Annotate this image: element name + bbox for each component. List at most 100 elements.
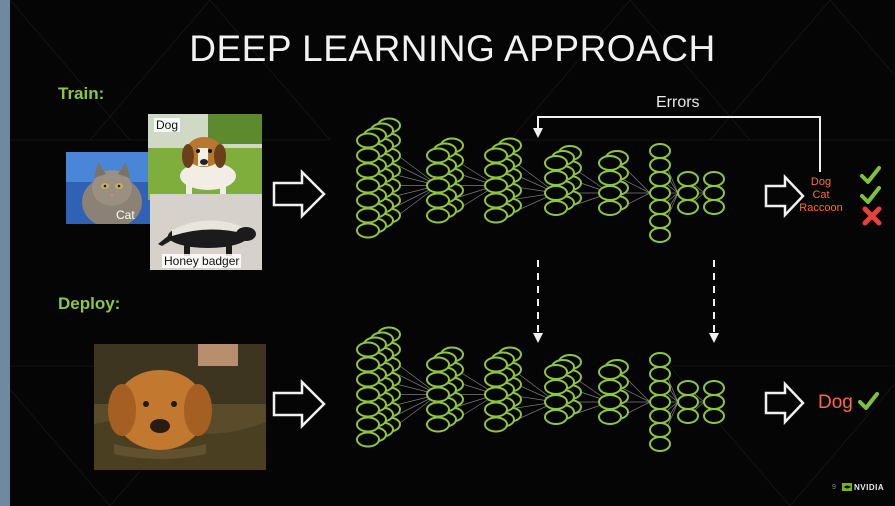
network-node bbox=[484, 192, 508, 209]
input-arrow-deploy-icon bbox=[272, 378, 326, 430]
network-node bbox=[356, 207, 380, 224]
honey-badger-photo: Honey badger bbox=[150, 194, 262, 270]
slide: DEEP LEARNING APPROACH Train: Deploy: Ca… bbox=[10, 0, 895, 506]
network-node bbox=[484, 401, 508, 418]
network-node bbox=[544, 364, 568, 380]
network-node bbox=[356, 341, 380, 358]
network-node bbox=[703, 199, 725, 215]
network-node bbox=[649, 213, 671, 229]
network-node bbox=[426, 416, 450, 433]
network-node bbox=[356, 401, 380, 418]
network-node bbox=[598, 394, 622, 410]
network-node bbox=[649, 436, 671, 452]
network-graphics bbox=[272, 116, 882, 491]
network-node bbox=[598, 379, 622, 395]
network-node bbox=[356, 222, 380, 239]
network-node bbox=[356, 431, 380, 448]
network-node bbox=[703, 171, 725, 187]
network-node bbox=[544, 185, 568, 201]
network-node bbox=[598, 170, 622, 186]
network-node bbox=[356, 132, 380, 149]
network-node bbox=[649, 408, 671, 424]
network-node bbox=[484, 371, 508, 388]
network-node bbox=[677, 199, 699, 215]
dog-caption: Dog bbox=[154, 118, 181, 132]
output-label-dog: Dog bbox=[810, 176, 832, 188]
network-node bbox=[484, 162, 508, 179]
input-arrow-train-icon bbox=[272, 168, 326, 220]
network-node bbox=[677, 408, 699, 424]
network-node bbox=[484, 416, 508, 433]
network-node bbox=[649, 422, 671, 438]
nvidia-logo-icon bbox=[842, 483, 852, 491]
neural-network-train bbox=[356, 117, 725, 243]
weight-transfer-arrow-right-icon bbox=[709, 260, 719, 343]
network-node bbox=[484, 207, 508, 224]
network-node bbox=[649, 352, 671, 368]
network-node bbox=[677, 185, 699, 201]
network-node bbox=[544, 409, 568, 425]
cross-icon bbox=[862, 206, 882, 226]
network-node bbox=[649, 380, 671, 396]
network-node bbox=[703, 408, 725, 424]
cat-photo: Cat bbox=[66, 152, 156, 224]
network-node bbox=[703, 380, 725, 396]
output-label-raccoon: Raccoon bbox=[799, 202, 843, 214]
network-node bbox=[426, 386, 450, 403]
brand-name: NVIDIA bbox=[854, 483, 885, 492]
network-node bbox=[677, 171, 699, 187]
slide-title: DEEP LEARNING APPROACH bbox=[189, 28, 716, 69]
weight-transfer-arrow-left-icon bbox=[533, 260, 543, 343]
network-node bbox=[426, 207, 450, 224]
network-node bbox=[649, 171, 671, 187]
deploy-output-label: Dog bbox=[818, 392, 853, 413]
errors-label: Errors bbox=[656, 94, 700, 111]
errors-feedback-arrow-icon bbox=[533, 116, 821, 172]
network-node bbox=[426, 192, 450, 209]
network-node bbox=[484, 356, 508, 373]
network-node bbox=[544, 200, 568, 216]
network-node bbox=[677, 394, 699, 410]
network-node bbox=[649, 143, 671, 159]
dog-photo: Dog bbox=[148, 114, 262, 200]
honey-badger-caption: Honey badger bbox=[162, 254, 242, 268]
network-node bbox=[356, 192, 380, 209]
network-node bbox=[598, 155, 622, 171]
network-node bbox=[426, 356, 450, 373]
network-node bbox=[356, 371, 380, 388]
network-node bbox=[426, 147, 450, 164]
network-node bbox=[356, 356, 380, 373]
neural-network-deploy bbox=[356, 326, 725, 452]
cat-caption: Cat bbox=[116, 208, 135, 222]
network-node bbox=[649, 185, 671, 201]
network-node bbox=[484, 177, 508, 194]
network-node bbox=[484, 386, 508, 403]
network-node bbox=[426, 371, 450, 388]
network-node bbox=[426, 162, 450, 179]
network-node bbox=[544, 379, 568, 395]
network-node bbox=[703, 394, 725, 410]
train-label: Train: bbox=[58, 84, 105, 103]
network-node bbox=[356, 416, 380, 433]
network-node bbox=[703, 185, 725, 201]
output-arrow-deploy-icon bbox=[764, 380, 805, 426]
network-node bbox=[356, 147, 380, 164]
network-node bbox=[649, 366, 671, 382]
check-icon bbox=[860, 186, 881, 204]
network-node bbox=[598, 364, 622, 380]
network-node bbox=[356, 162, 380, 179]
network-node bbox=[649, 157, 671, 173]
network-node bbox=[544, 170, 568, 186]
network-node bbox=[356, 177, 380, 194]
network-node bbox=[677, 380, 699, 396]
network-node bbox=[426, 401, 450, 418]
check-icon bbox=[860, 166, 881, 184]
network-node bbox=[649, 227, 671, 243]
page-number: 9 bbox=[832, 484, 836, 491]
deploy-label: Deploy: bbox=[58, 294, 121, 313]
output-arrow-train-icon bbox=[764, 173, 805, 219]
network-node bbox=[649, 199, 671, 215]
network-node bbox=[544, 394, 568, 410]
network-node bbox=[598, 409, 622, 425]
network-node bbox=[598, 185, 622, 201]
